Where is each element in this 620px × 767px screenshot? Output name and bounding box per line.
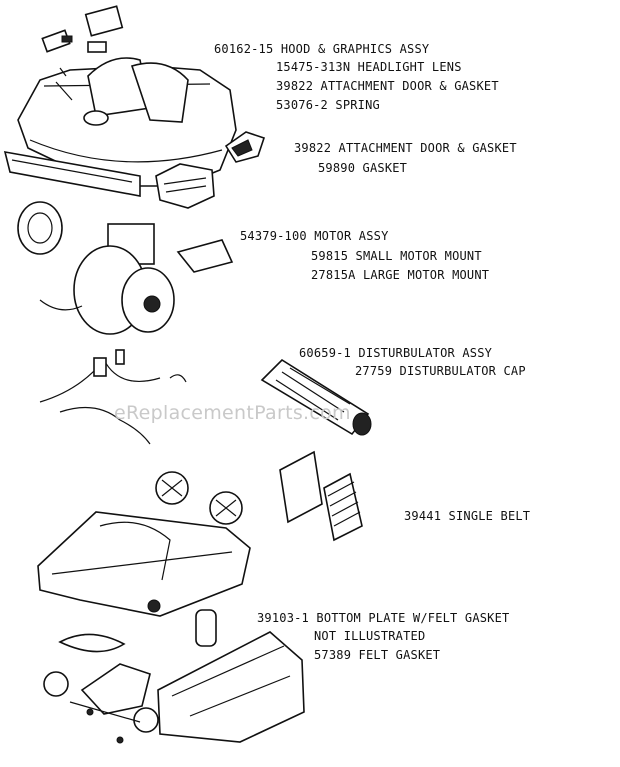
label-headlight: 15475-313N HEADLIGHT LENS xyxy=(276,60,462,74)
label-bottom-plate: 39103-1 BOTTOM PLATE W/FELT GASKET xyxy=(257,611,510,625)
rear-wheels xyxy=(155,471,243,525)
base-housing xyxy=(37,511,251,617)
motor-assembly xyxy=(39,223,175,335)
label-disturbulator-cap: 27759 DISTURBULATOR CAP xyxy=(355,364,526,378)
label-attachment-door-2: 39822 ATTACHMENT DOOR & GASKET xyxy=(294,141,517,155)
small-motor-mount xyxy=(176,239,234,273)
label-small-mount: 59815 SMALL MOTOR MOUNT xyxy=(311,249,482,263)
wiring-harness xyxy=(39,349,187,445)
filter-and-grille xyxy=(279,450,363,542)
bottom-plate xyxy=(157,631,305,743)
disturbulator-brushroll xyxy=(260,358,372,436)
front-bumper xyxy=(3,150,141,197)
label-not-illustrated: NOT ILLUSTRATED xyxy=(314,629,426,643)
hood-assembly xyxy=(17,57,237,187)
label-gasket: 59890 GASKET xyxy=(318,161,408,175)
label-motor: 54379-100 MOTOR ASSY xyxy=(240,229,389,243)
label-hood: 60162-15 HOOD & GRAPHICS ASSY xyxy=(214,42,430,56)
hose-ring xyxy=(17,201,63,255)
wheel-post xyxy=(195,609,217,647)
single-belt xyxy=(58,633,126,653)
label-felt-gasket: 57389 FELT GASKET xyxy=(314,648,441,662)
label-large-mount: 27815A LARGE MOTOR MOUNT xyxy=(311,268,490,282)
front-wheel-assembly xyxy=(43,663,159,744)
watermark: eReplacementParts.com xyxy=(114,402,351,424)
label-belt: 39441 SINGLE BELT xyxy=(404,509,531,523)
hood-graphics-parts xyxy=(41,5,124,53)
label-disturbulator: 60659-1 DISTURBULATOR ASSY xyxy=(299,346,493,360)
attachment-door-part xyxy=(224,131,266,163)
label-spring: 53076-2 SPRING xyxy=(276,98,380,112)
gasket-part xyxy=(155,163,215,209)
label-attachment-door-1: 39822 ATTACHMENT DOOR & GASKET xyxy=(276,79,499,93)
